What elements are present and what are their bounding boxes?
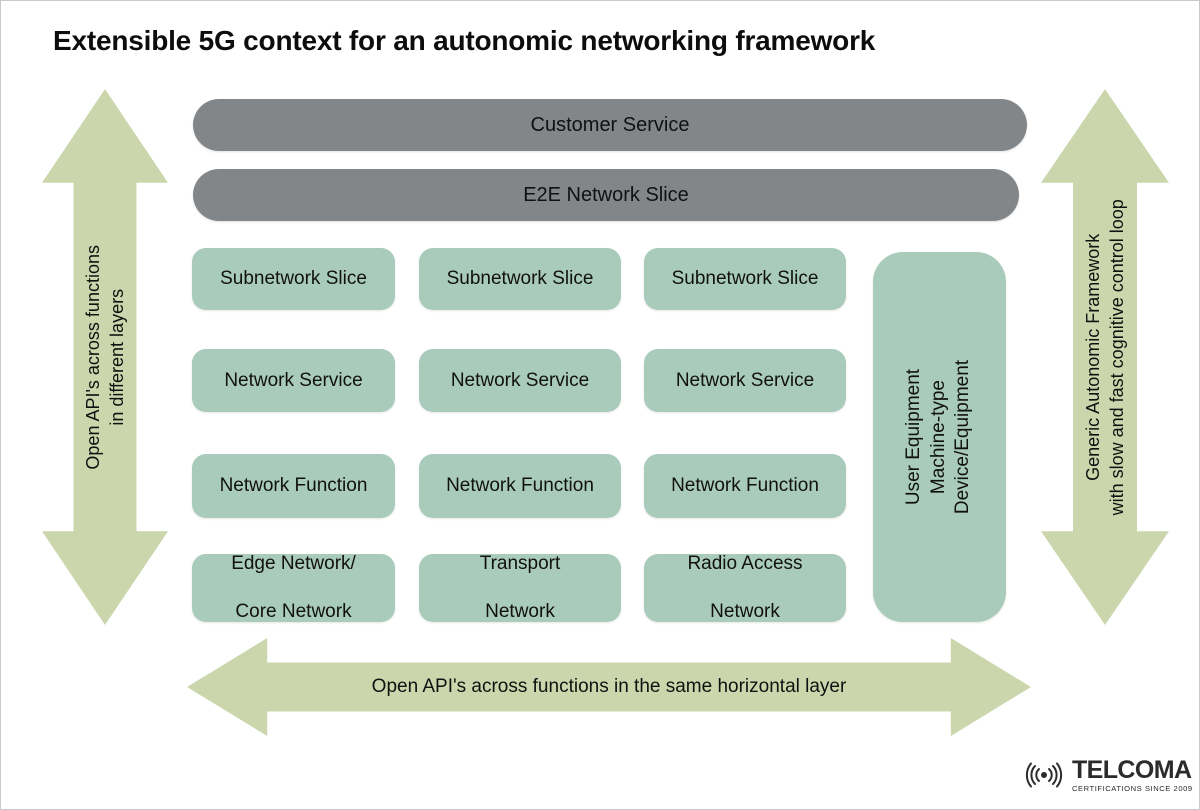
box-network-service-2[interactable]: Network Service [419,349,621,412]
box-transport-network[interactable]: Transport Network [419,552,621,623]
box-network-service-1[interactable]: Network Service [192,349,395,412]
box-network-function-1[interactable]: Network Function [192,454,395,518]
box-subnetwork-slice-3[interactable]: Subnetwork Slice [644,248,846,310]
box-network-service-2-label: Network Service [450,369,590,391]
box-network-service-3-label: Network Service [675,369,815,391]
box-edge-core-network[interactable]: Edge Network/ Core Network [192,552,395,623]
box-network-service-3[interactable]: Network Service [644,349,846,412]
bar-customer-service-label: Customer Service [530,113,690,136]
telcoma-logo: TELCOMA CERTIFICATIONS SINCE 2009 [1022,758,1193,793]
wireless-signal-icon [1025,762,1063,788]
box-radio-access-network-line-1: Radio Access [687,553,803,575]
telcoma-name: TELCOMA [1072,756,1192,784]
box-user-equipment-label: User Equipment Machine-type Device/Equip… [902,360,976,514]
box-subnetwork-slice-2[interactable]: Subnetwork Slice [419,248,621,310]
box-radio-access-network[interactable]: Radio Access Network [644,552,846,623]
box-user-equipment[interactable]: User Equipment Machine-type Device/Equip… [873,252,1006,622]
signal-center-dot [1041,772,1047,779]
box-network-function-1-label: Network Function [219,475,368,497]
box-network-function-3-label: Network Function [671,475,819,497]
box-edge-core-network-line-2: Core Network [235,600,352,622]
bar-e2e-network-slice-label: E2E Network Slice [523,183,689,206]
box-subnetwork-slice-1[interactable]: Subnetwork Slice [192,248,395,310]
bar-e2e-network-slice[interactable]: E2E Network Slice [193,169,1019,221]
box-transport-network-label: Transport Network [468,552,573,623]
telcoma-wordmark: TELCOMA CERTIFICATIONS SINCE 2009 [1072,758,1193,793]
box-subnetwork-slice-2-label: Subnetwork Slice [446,268,594,290]
arrow-open-apis-different-layers [42,89,168,625]
box-network-service-1-label: Network Service [224,369,363,391]
box-user-equipment-line-1: User Equipment [903,368,925,506]
telcoma-tagline: CERTIFICATIONS SINCE 2009 [1072,784,1193,793]
box-network-function-3[interactable]: Network Function [644,454,846,518]
box-user-equipment-line-3: Device/Equipment [952,359,974,515]
box-transport-network-line-1: Transport [479,553,561,575]
page-title: Extensible 5G context for an autonomic n… [53,25,876,56]
box-user-equipment-line-2: Machine-type [928,379,950,495]
arrow-open-apis-horizontal-layer [187,638,1031,736]
box-radio-access-network-label: Radio Access Network [675,552,814,623]
box-edge-core-network-line-1: Edge Network/ [231,553,356,575]
box-radio-access-network-line-2: Network [710,600,780,622]
arrow-generic-autonomic-framework [1041,89,1169,625]
box-transport-network-line-2: Network [485,600,555,622]
box-subnetwork-slice-1-label: Subnetwork Slice [220,268,367,290]
box-network-function-2[interactable]: Network Function [419,454,621,518]
box-network-function-2-label: Network Function [446,475,594,497]
bar-customer-service[interactable]: Customer Service [193,99,1027,151]
box-subnetwork-slice-3-label: Subnetwork Slice [671,268,819,290]
box-edge-core-network-label: Edge Network/ Core Network [219,552,368,623]
